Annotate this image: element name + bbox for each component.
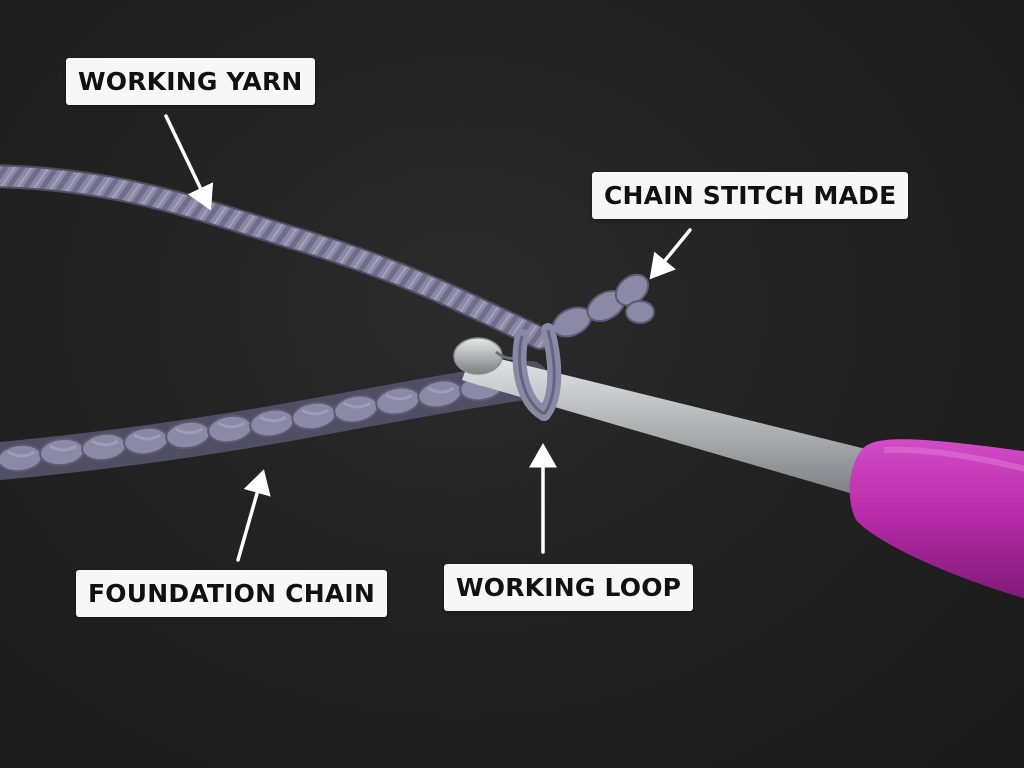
chain-links bbox=[0, 372, 505, 473]
hook-shaft bbox=[462, 352, 870, 496]
label-working-yarn: WORKING YARN bbox=[66, 58, 315, 105]
hook-handle bbox=[849, 439, 1024, 599]
chain-stitch-made bbox=[552, 273, 655, 338]
label-chain-stitch-made: CHAIN STITCH MADE bbox=[592, 172, 909, 219]
label-working-loop: WORKING LOOP bbox=[444, 564, 694, 611]
hook-head bbox=[453, 337, 503, 375]
working-yarn-strand bbox=[0, 164, 552, 350]
label-foundation-chain: FOUNDATION CHAIN bbox=[76, 570, 387, 617]
